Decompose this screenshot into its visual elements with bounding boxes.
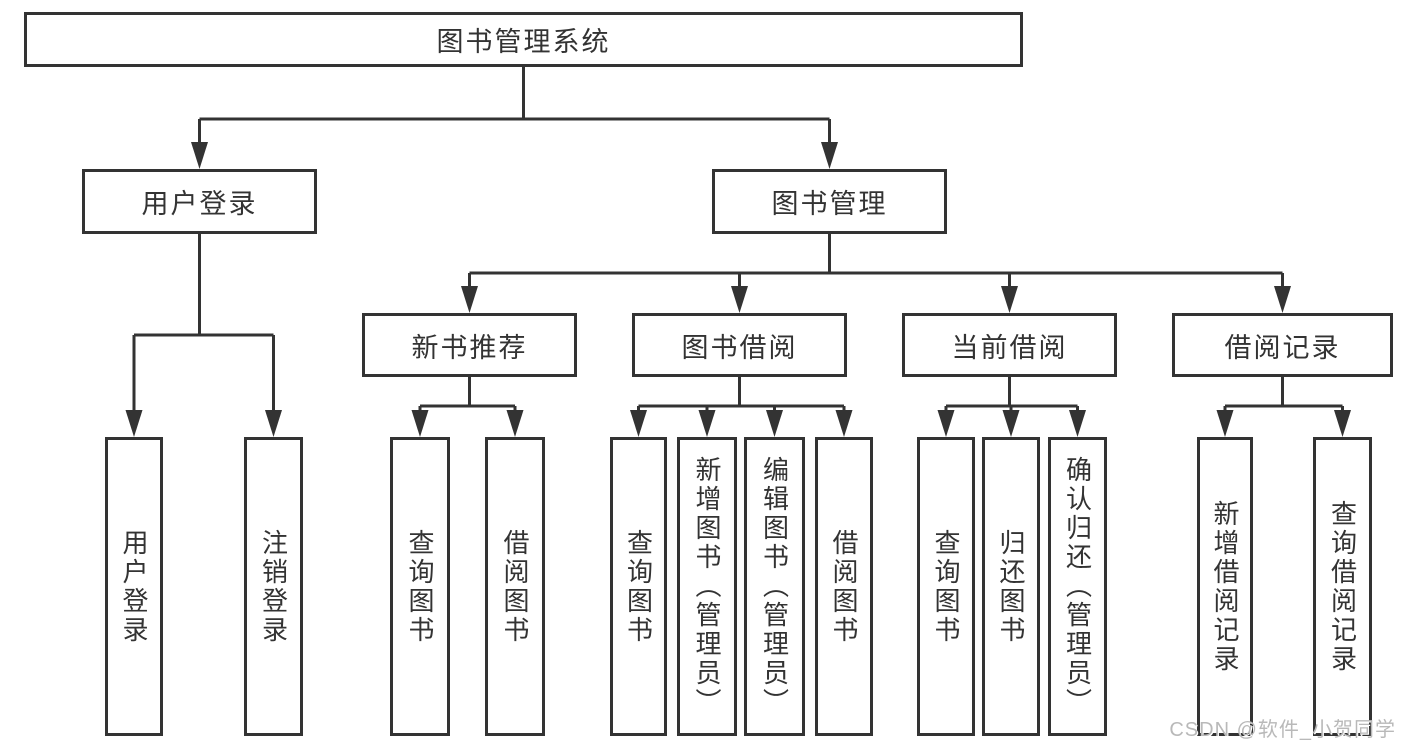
- connector-book-management-to-level3: [461, 234, 1291, 313]
- arrowhead-icon: [461, 286, 478, 313]
- node-book-borrowing: 图书借阅: [632, 313, 847, 377]
- arrowhead-icon: [191, 142, 208, 169]
- connector-recommend-to-leaves: [411, 377, 524, 437]
- leaf-query-books-borrowing: 查询图书: [610, 437, 667, 736]
- node-borrowing-records: 借阅记录: [1172, 313, 1393, 377]
- node-new-book-recommendation: 新书推荐: [362, 313, 577, 377]
- node-current-borrowing: 当前借阅: [902, 313, 1117, 377]
- node-user-login: 用户登录: [82, 169, 317, 234]
- arrowhead-icon: [411, 410, 429, 437]
- node-book-management: 图书管理: [712, 169, 947, 234]
- leaf-return-books: 归还图书: [982, 437, 1040, 736]
- arrowhead-icon: [821, 142, 838, 169]
- connector-records-to-leaves: [1216, 377, 1351, 437]
- arrowhead-icon: [1334, 410, 1351, 437]
- arrowhead-icon: [1001, 286, 1018, 313]
- arrowhead-icon: [265, 410, 282, 437]
- connector-user-login-to-leaves: [125, 234, 282, 437]
- arrowhead-icon: [1002, 410, 1020, 437]
- connector-borrowing-to-leaves: [630, 377, 853, 437]
- arrowhead-icon: [630, 410, 647, 437]
- leaf-user-login: 用户登录: [105, 437, 163, 736]
- node-library-management-system: 图书管理系统: [24, 12, 1023, 67]
- leaf-edit-books-admin: 编辑图书（管理员）: [744, 437, 805, 736]
- arrowhead-icon: [506, 410, 524, 437]
- leaf-borrow-books-recommend: 借阅图书: [485, 437, 545, 736]
- leaf-query-borrow-record: 查询借阅记录: [1313, 437, 1372, 736]
- leaf-add-borrow-record: 新增借阅记录: [1197, 437, 1253, 736]
- leaf-query-books-current: 查询图书: [917, 437, 975, 736]
- arrowhead-icon: [1069, 410, 1086, 437]
- arrowhead-icon: [1274, 286, 1291, 313]
- leaf-borrow-books-borrowing: 借阅图书: [815, 437, 873, 736]
- watermark: CSDN @软件_小贺同学: [1169, 719, 1396, 741]
- arrowhead-icon: [731, 286, 748, 313]
- arrowhead-icon: [835, 410, 853, 437]
- arrowhead-icon: [766, 410, 783, 437]
- arrowhead-icon: [698, 410, 716, 437]
- leaf-add-books-admin: 新增图书（管理员）: [677, 437, 737, 736]
- leaf-confirm-return-admin: 确认归还（管理员）: [1048, 437, 1107, 736]
- arrowhead-icon: [125, 410, 143, 437]
- arrowhead-icon: [937, 410, 955, 437]
- connector-current-to-leaves: [937, 377, 1086, 437]
- leaf-logout: 注销登录: [244, 437, 303, 736]
- leaf-query-books-recommend: 查询图书: [390, 437, 450, 736]
- arrowhead-icon: [1216, 410, 1234, 437]
- connector-root-to-level2: [191, 67, 838, 169]
